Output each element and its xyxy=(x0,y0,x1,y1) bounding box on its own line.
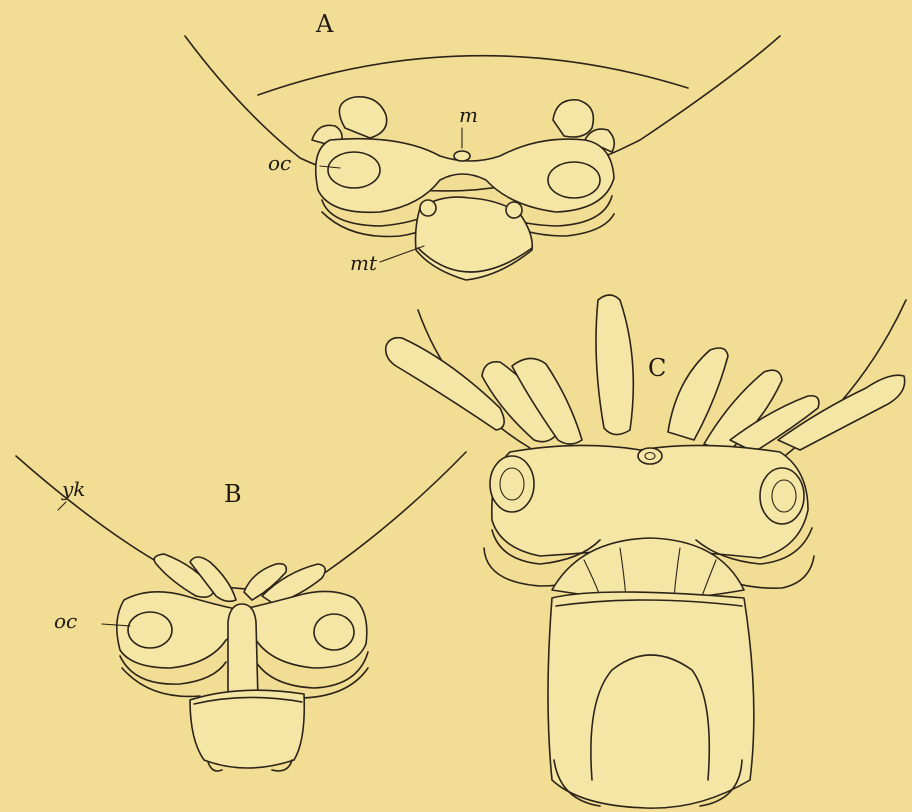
figure-b-eye-left xyxy=(128,612,172,648)
figure-c-eye-left xyxy=(490,456,534,512)
figure-c-arm xyxy=(596,295,633,435)
figure-a-mantle-label: mt xyxy=(350,251,378,275)
figure-c: C xyxy=(386,295,906,808)
figure-a-eye-right xyxy=(548,162,600,198)
figure-a-mouth-label: m xyxy=(459,103,478,127)
figure-a-tentacle-bud xyxy=(553,100,593,137)
figure-b-eye-label: oc xyxy=(54,609,77,633)
figure-a-eye-label: oc xyxy=(268,151,291,175)
figure-c-eye-right xyxy=(760,468,804,524)
figure-a-mouth xyxy=(454,151,470,161)
figure-b-yolk-label: yk xyxy=(61,477,85,501)
figure-a-eye-left xyxy=(328,152,380,188)
figure-c-label: C xyxy=(648,354,666,382)
figure-c-mouth xyxy=(638,448,662,464)
figure-a-blastoderm-edge xyxy=(258,56,688,95)
figure-b-funnel xyxy=(228,604,258,704)
figure-a: A m oc mt xyxy=(185,10,780,280)
figure-a-tentacle-bud xyxy=(339,97,386,138)
figure-b: B yk oc xyxy=(16,452,466,771)
figure-c-mantle xyxy=(548,592,754,808)
figure-b-eye-right xyxy=(314,614,354,650)
figure-b-yolk-outline xyxy=(16,452,466,589)
figure-a-label: A xyxy=(315,10,334,38)
figure-b-label: B xyxy=(224,480,242,508)
